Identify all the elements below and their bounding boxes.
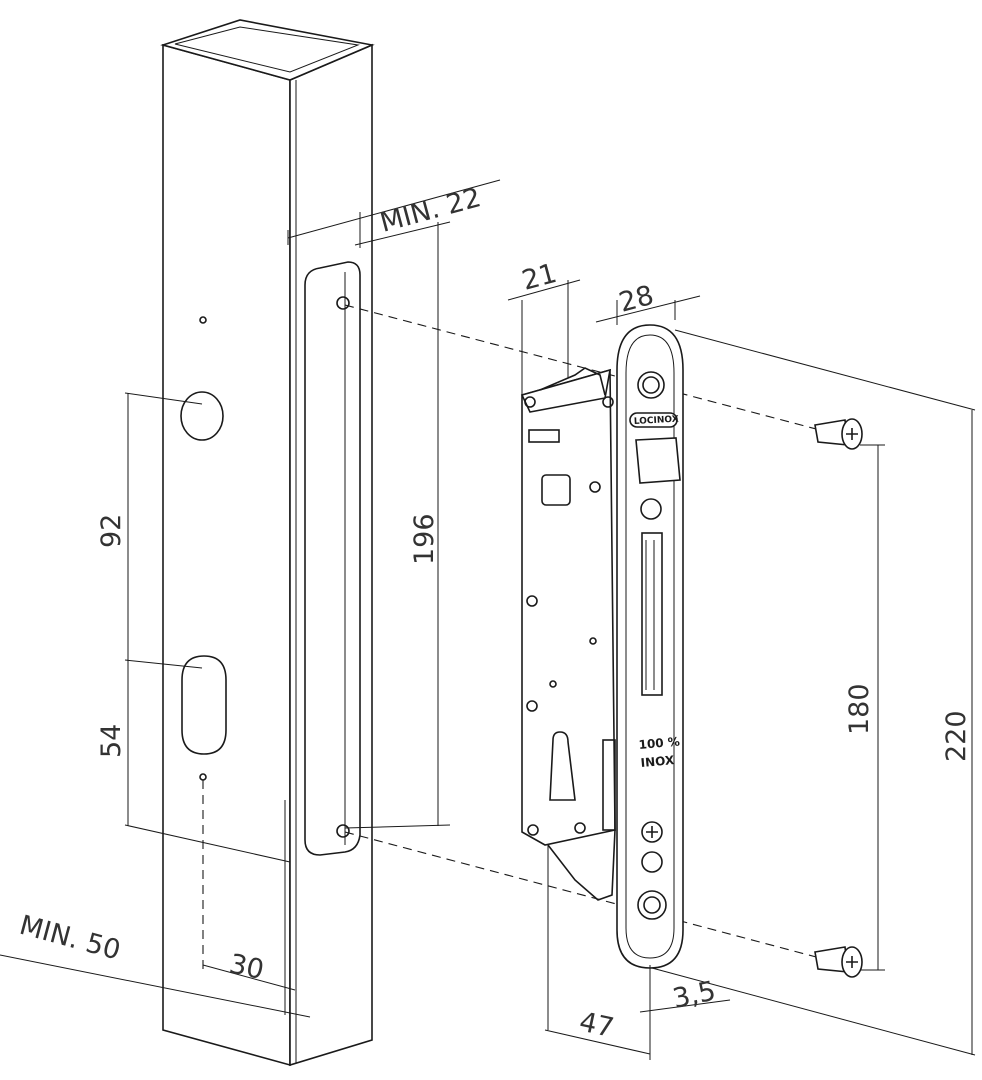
- dim-92: 92: [96, 514, 127, 548]
- dim-196: 196: [409, 513, 440, 565]
- post-dimension-lines: [0, 179, 821, 1018]
- dim-47: 47: [577, 1007, 617, 1044]
- dim-180: 180: [844, 683, 875, 735]
- screws: [814, 418, 885, 978]
- dim-30: 30: [227, 949, 267, 986]
- dim-220: 220: [941, 710, 972, 762]
- faceplate: [595, 295, 976, 1060]
- dim-min-22: MIN. 22: [377, 182, 484, 239]
- dim-3-5: 3,5: [670, 976, 718, 1015]
- dim-21: 21: [519, 258, 560, 297]
- lock-case: [507, 279, 651, 1055]
- brand-logo: LOCINOX: [634, 415, 679, 427]
- dim-28: 28: [616, 280, 657, 319]
- dim-min-50: MIN. 50: [16, 910, 123, 967]
- faceplate-label-line1: 100 %: [638, 734, 680, 752]
- gate-post: [160, 19, 375, 1067]
- dim-54: 54: [96, 724, 127, 758]
- faceplate-label-line2: INOX: [640, 753, 675, 770]
